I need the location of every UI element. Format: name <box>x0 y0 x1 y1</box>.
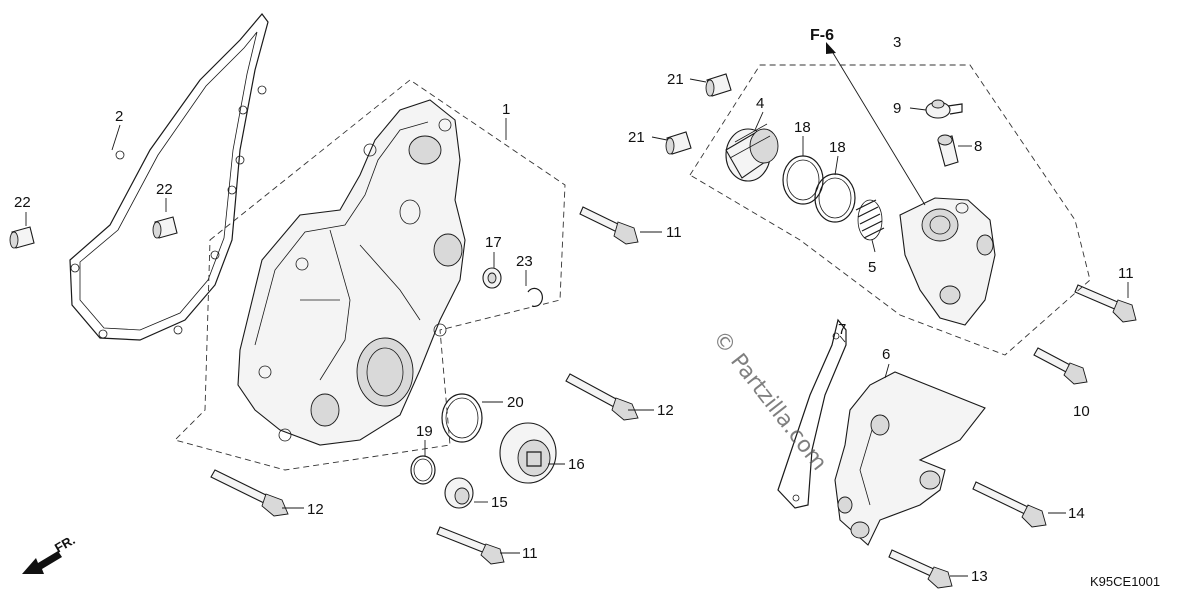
callout-4: 4 <box>756 95 764 112</box>
diagram-code: K95CE1001 <box>1090 574 1160 589</box>
cap-16[interactable] <box>499 422 557 484</box>
bolt-10[interactable] <box>1033 347 1088 385</box>
bolt-12-lower-left[interactable] <box>210 469 289 517</box>
callout-20: 20 <box>507 394 524 411</box>
callout-19: 19 <box>416 423 433 440</box>
callout-1: 1 <box>502 101 510 118</box>
callout-12-left: 12 <box>307 501 324 518</box>
callout-22-center: 22 <box>156 181 173 198</box>
callout-13: 13 <box>971 568 988 585</box>
callout-11-top: 11 <box>666 224 682 241</box>
callout-2: 2 <box>115 108 123 125</box>
callout-3: 3 <box>893 34 901 51</box>
callout-15: 15 <box>491 494 508 511</box>
spring-5[interactable] <box>855 199 885 241</box>
sprocket-cover-6[interactable] <box>834 371 986 546</box>
callout-18-right: 18 <box>829 139 846 156</box>
bolt-11-bottom[interactable] <box>436 526 505 565</box>
cap-15[interactable] <box>444 477 474 509</box>
callout-23: 23 <box>516 253 533 270</box>
bolt-13[interactable] <box>888 549 953 589</box>
bleeder-cap-9[interactable] <box>925 99 963 119</box>
callout-18-left: 18 <box>794 119 811 136</box>
left-crankcase-cover[interactable] <box>237 99 466 446</box>
callout-9: 9 <box>893 100 901 117</box>
bleeder-screw-8[interactable] <box>937 134 959 167</box>
front-label: FR. <box>52 532 78 555</box>
o-ring-19[interactable] <box>410 455 436 485</box>
dowel-pin-21-bottom[interactable] <box>665 131 692 155</box>
callout-10: 10 <box>1073 403 1090 420</box>
o-ring-20[interactable] <box>441 393 483 443</box>
callout-17: 17 <box>485 234 502 251</box>
reference-arrow-line <box>829 47 926 206</box>
callout-11-right: 11 <box>1118 265 1134 282</box>
bolt-14[interactable] <box>972 481 1047 528</box>
slave-cylinder-group-outline <box>689 64 1091 356</box>
callout-21-top: 21 <box>667 71 684 88</box>
bolt-11-right[interactable] <box>1074 284 1137 323</box>
callout-16: 16 <box>568 456 585 473</box>
reference-label: F-6 <box>810 27 834 44</box>
callout-5: 5 <box>868 259 876 276</box>
callout-21-bottom: 21 <box>628 129 645 146</box>
callout-12-middle: 12 <box>657 402 674 419</box>
dowel-pin-22-center[interactable] <box>152 216 178 239</box>
dowel-pin-22-left[interactable] <box>9 226 35 249</box>
piston-seal-18-right[interactable] <box>814 173 856 223</box>
callout-8: 8 <box>974 138 982 155</box>
gasket-part[interactable] <box>69 13 269 341</box>
callout-11-bottom: 11 <box>522 545 538 562</box>
callout-22-left: 22 <box>14 194 31 211</box>
callout-14: 14 <box>1068 505 1085 522</box>
piston-seal-18-left[interactable] <box>782 155 824 205</box>
front-arrow-icon <box>22 551 62 574</box>
bolt-12-middle[interactable] <box>565 373 639 421</box>
callout-6: 6 <box>882 346 890 363</box>
slave-piston-4[interactable] <box>725 123 779 182</box>
dowel-pin-21-top[interactable] <box>705 73 732 97</box>
bolt-11-top[interactable] <box>579 206 639 245</box>
circlip-23[interactable] <box>527 287 543 308</box>
clutch-slave-cylinder-body[interactable] <box>899 197 996 326</box>
callout-7: 7 <box>838 321 846 338</box>
oil-seal-17[interactable] <box>482 267 502 289</box>
reference-arrow-head <box>826 42 836 54</box>
plate-7[interactable] <box>777 318 847 509</box>
leader-lines <box>25 78 1129 577</box>
watermark: © Partzilla.com <box>707 326 831 475</box>
